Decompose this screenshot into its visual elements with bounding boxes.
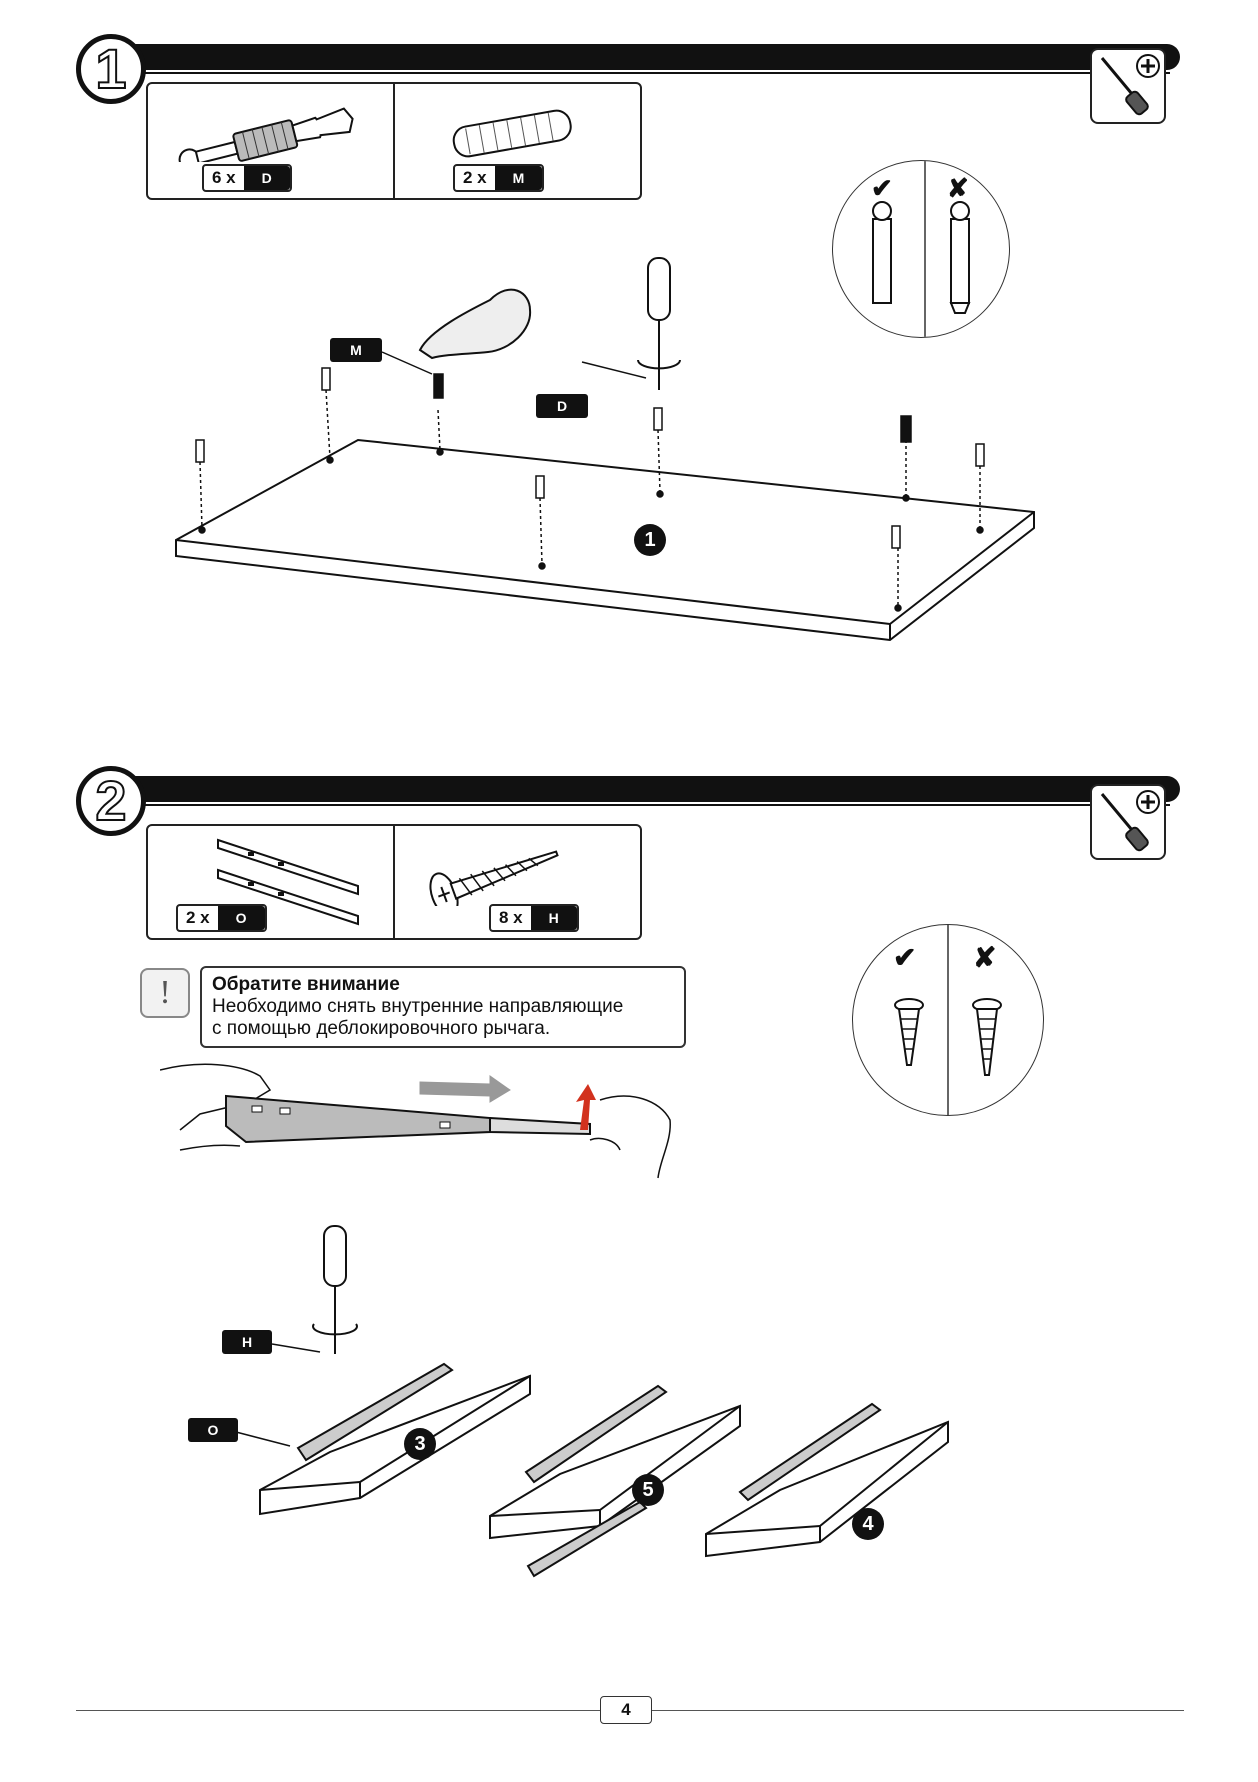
panel-number-1: 1 <box>634 524 666 556</box>
wooden-dowel-icon <box>452 109 572 158</box>
step1-tool-box <box>1090 48 1166 124</box>
label-o: O <box>188 1418 238 1442</box>
screw-icon <box>429 850 559 906</box>
check-bad-icon: ✘ <box>973 942 997 973</box>
step1-correct-vs-incorrect: ✔ ✘ <box>832 160 1010 338</box>
note-line-2: с помощью деблокировочного рычага. <box>212 1018 551 1039</box>
step1-number-badge: 1 <box>76 34 146 104</box>
step2-number-badge: 2 <box>76 766 146 836</box>
attention-note: Обратите внимание Необходимо снять внутр… <box>200 966 686 1048</box>
phillips-screwdriver-icon <box>1100 790 1160 852</box>
phillips-screwdriver-icon <box>1100 54 1160 116</box>
note-title: Обратите внимание <box>212 974 400 995</box>
label-h: H <box>222 1330 272 1354</box>
check-bad-icon: ✘ <box>947 173 969 203</box>
panel-number-5: 5 <box>632 1474 664 1506</box>
step2-tool-box <box>1090 784 1166 860</box>
drawer-slide-icon <box>217 838 359 926</box>
panel-number-4: 4 <box>852 1508 884 1540</box>
check-ok-icon: ✔ <box>893 942 917 973</box>
panel-number-3: 3 <box>404 1428 436 1460</box>
label-m: M <box>330 338 382 362</box>
step1-panel-illustration <box>175 257 1035 642</box>
step2-header-bar <box>120 776 1180 806</box>
step2-boards-illustration <box>235 1225 949 1578</box>
slide-release-illustration <box>160 1063 671 1179</box>
cam-bolt-icon <box>178 107 354 162</box>
label-d: D <box>536 394 588 418</box>
check-ok-icon: ✔ <box>871 173 893 203</box>
step2-correct-vs-incorrect: ✔ ✘ <box>852 924 1044 1116</box>
page-number: 4 <box>600 1696 652 1724</box>
step1-header-bar <box>120 44 1180 74</box>
warning-icon: ! <box>140 968 190 1018</box>
note-line-1: Необходимо снять внутренние направляющие <box>212 996 624 1017</box>
